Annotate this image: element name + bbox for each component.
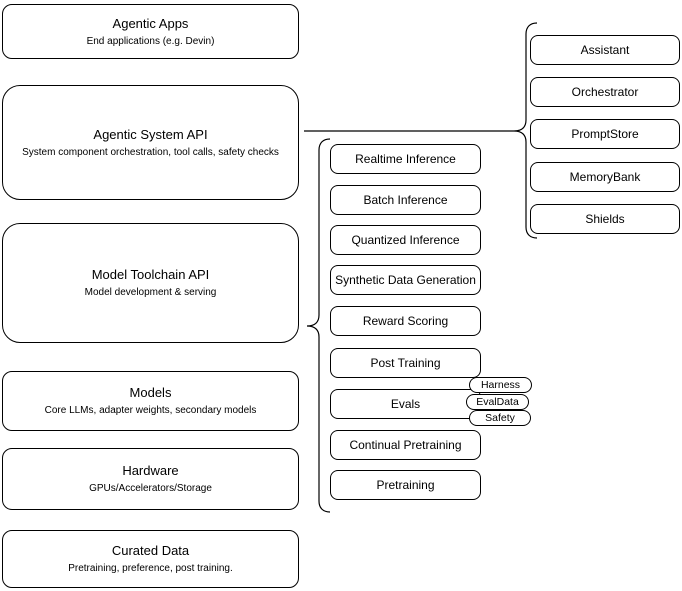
node-promptstore: PromptStore	[530, 119, 680, 149]
tag-label: Safety	[485, 412, 515, 424]
node-subtitle: Model development & serving	[84, 287, 217, 298]
node-label: Shields	[585, 212, 625, 226]
node-title: Model Toolchain API	[91, 267, 210, 282]
tag-evaldata: EvalData	[466, 394, 529, 410]
node-label: MemoryBank	[569, 170, 641, 184]
node-post-training: Post Training	[330, 348, 481, 378]
node-curated-data: Curated Data Pretraining, preference, po…	[2, 530, 299, 588]
node-reward-scoring: Reward Scoring	[330, 306, 481, 336]
node-assistant: Assistant	[530, 35, 680, 65]
tag-safety: Safety	[469, 410, 531, 426]
node-agentic-system-api: Agentic System API System component orch…	[2, 85, 299, 200]
node-synthetic-data-generation: Synthetic Data Generation	[330, 265, 481, 295]
node-models: Models Core LLMs, adapter weights, secon…	[2, 371, 299, 431]
node-quantized-inference: Quantized Inference	[330, 225, 481, 255]
node-label: Batch Inference	[363, 193, 448, 207]
node-agentic-apps: Agentic Apps End applications (e.g. Devi…	[2, 4, 299, 59]
node-label: Orchestrator	[571, 85, 639, 99]
tag-label: Harness	[480, 379, 521, 391]
node-title: Agentic System API	[93, 126, 208, 142]
node-label: Assistant	[580, 43, 630, 57]
toolchain-brace	[306, 138, 331, 513]
node-pretraining: Pretraining	[330, 470, 481, 500]
node-label: Reward Scoring	[362, 314, 449, 328]
tag-harness: Harness	[469, 377, 532, 393]
node-label: Quantized Inference	[351, 233, 460, 247]
node-continual-pretraining: Continual Pretraining	[330, 430, 481, 460]
node-subtitle: GPUs/Accelerators/Storage	[89, 483, 212, 494]
node-label: Pretraining	[376, 478, 435, 492]
node-title: Models	[129, 385, 172, 400]
node-evals: Evals	[330, 389, 481, 419]
node-orchestrator: Orchestrator	[530, 77, 680, 107]
node-title: Agentic Apps	[112, 15, 189, 31]
node-subtitle: Core LLMs, adapter weights, secondary mo…	[44, 405, 257, 416]
node-batch-inference: Batch Inference	[330, 185, 481, 215]
node-label: Synthetic Data Generation	[335, 273, 476, 287]
node-label: Realtime Inference	[355, 152, 456, 166]
node-subtitle: Pretraining, preference, post training.	[68, 563, 233, 574]
node-subtitle: End applications (e.g. Devin)	[86, 35, 215, 47]
node-title: Hardware	[122, 463, 179, 478]
node-realtime-inference: Realtime Inference	[330, 144, 481, 174]
node-shields: Shields	[530, 204, 680, 234]
node-title: Curated Data	[111, 543, 190, 558]
node-label: PromptStore	[571, 127, 639, 141]
node-memorybank: MemoryBank	[530, 162, 680, 192]
node-label: Evals	[390, 397, 421, 411]
node-model-toolchain-api: Model Toolchain API Model development & …	[2, 223, 299, 343]
node-label: Continual Pretraining	[349, 438, 462, 452]
node-label: Post Training	[370, 356, 441, 370]
tag-label: EvalData	[476, 396, 519, 408]
node-subtitle: System component orchestration, tool cal…	[22, 146, 279, 158]
node-hardware: Hardware GPUs/Accelerators/Storage	[2, 448, 299, 510]
